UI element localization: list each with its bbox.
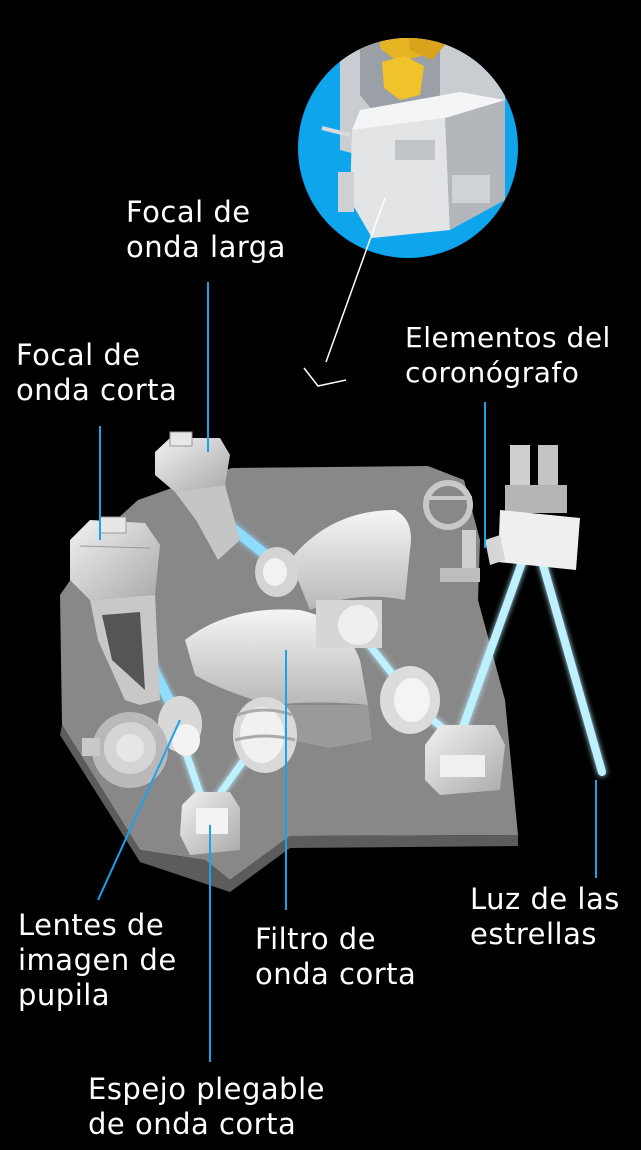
starlight-beam-in: [532, 536, 606, 776]
inset-pointer-tick: [303, 367, 347, 387]
leader-lines: [97, 282, 597, 1062]
motor-assembly: [82, 712, 168, 788]
filter-wheel: [233, 697, 297, 773]
inset-pointer-line: [325, 197, 386, 363]
starlight-beam-out: [458, 536, 534, 734]
leader-pupil-lenses: [97, 719, 181, 901]
fold-mirror: [180, 792, 240, 855]
label-pupil-lenses: Lentes de imagen de pupila: [18, 908, 177, 1012]
label-focal-short: Focal de onda corta: [16, 338, 178, 407]
label-filter: Filtro de onda corta: [255, 922, 417, 991]
pupil-lens: [158, 696, 202, 756]
components: [70, 431, 580, 855]
label-coronagraph: Elementos del coronógrafo: [405, 321, 611, 389]
focal-short-block: [70, 516, 160, 705]
mirror-mount-br: [425, 725, 505, 795]
label-fold-mirror: Espejo plegable de onda corta: [88, 1072, 325, 1141]
lens-mount-right: [316, 600, 440, 734]
coronagraph-assembly: [423, 445, 580, 582]
label-focal-long: Focal de onda larga: [126, 195, 286, 264]
focal-long-block: [155, 431, 240, 560]
label-starlight: Luz de las estrellas: [470, 882, 620, 951]
